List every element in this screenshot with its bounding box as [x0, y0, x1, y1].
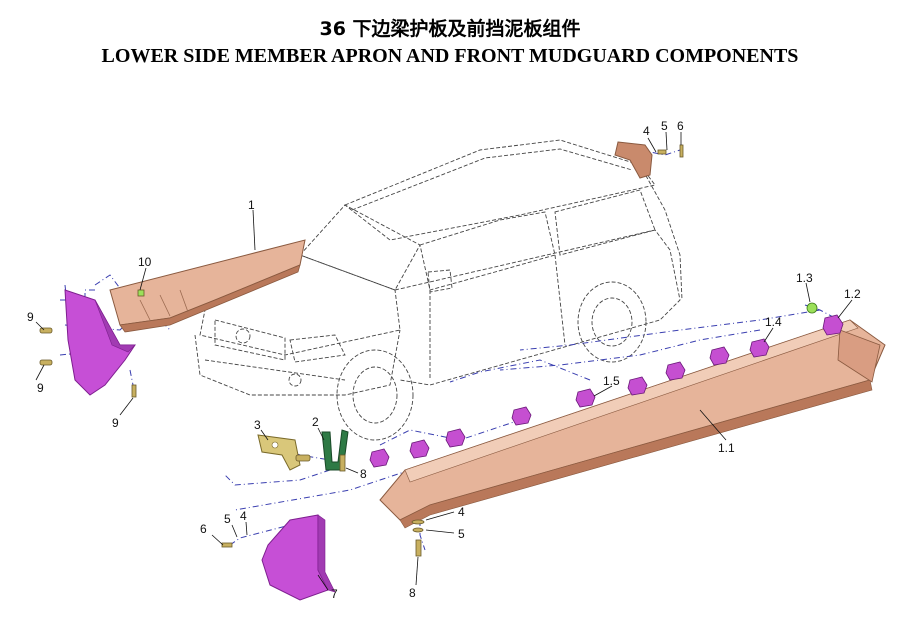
callout-8-lower: 8: [409, 586, 416, 600]
callout-5-right: 5: [458, 527, 465, 541]
callout-2: 2: [312, 415, 319, 429]
callout-3: 3: [254, 418, 261, 432]
vehicle-outline: [194, 139, 683, 441]
clip-1-5: [575, 388, 596, 408]
apron-clips: [369, 314, 844, 468]
callout-7: 7: [331, 587, 338, 601]
callout-1-3: 1.3: [796, 271, 813, 285]
callout-4-bottom: 4: [240, 509, 247, 523]
callout-4-right: 4: [458, 505, 465, 519]
callout-9-upper: 9: [27, 310, 34, 324]
callout-9-lower: 9: [37, 381, 44, 395]
callout-10: 10: [138, 255, 152, 269]
part-7-front-mudguard: [261, 514, 336, 601]
callout-1: 1: [248, 198, 255, 212]
callout-leaders: [35, 131, 853, 591]
callout-1-1: 1.1: [718, 441, 735, 455]
callout-9-bolt: 9: [112, 416, 119, 430]
diagram-title-chinese: 36 下边梁护板及前挡泥板组件: [319, 18, 581, 40]
callout-labels: 1 10 9 9 9 4 5 6 1.3 1.2 1.4 1.5 1.1 3 2…: [27, 119, 861, 601]
callout-1-5: 1.5: [603, 374, 620, 388]
callout-6-top: 6: [677, 119, 684, 133]
callout-1-2: 1.2: [844, 287, 861, 301]
diagram-title-english: LOWER SIDE MEMBER APRON AND FRONT MUDGUA…: [101, 45, 799, 67]
clip-1-4: [749, 338, 770, 358]
callout-4-top: 4: [643, 124, 650, 138]
part-3-bracket: [257, 434, 301, 471]
part-1-1-side-member-apron: [379, 319, 886, 529]
callout-1-4: 1.4: [765, 315, 782, 329]
callout-5-top: 5: [661, 119, 668, 133]
fasteners: [39, 144, 684, 557]
clip-1-2: [822, 314, 844, 336]
part-1-rear-side-apron: [109, 239, 306, 333]
rear-end-bracket: [614, 141, 653, 179]
part-9-rear-mudguard: [64, 289, 136, 396]
callout-8-upper: 8: [360, 467, 367, 481]
assembly-leader-lines: [59, 149, 836, 551]
clip-1-3: [806, 302, 818, 314]
callout-6-bottom: 6: [200, 522, 207, 536]
callout-5-bottom: 5: [224, 512, 231, 526]
